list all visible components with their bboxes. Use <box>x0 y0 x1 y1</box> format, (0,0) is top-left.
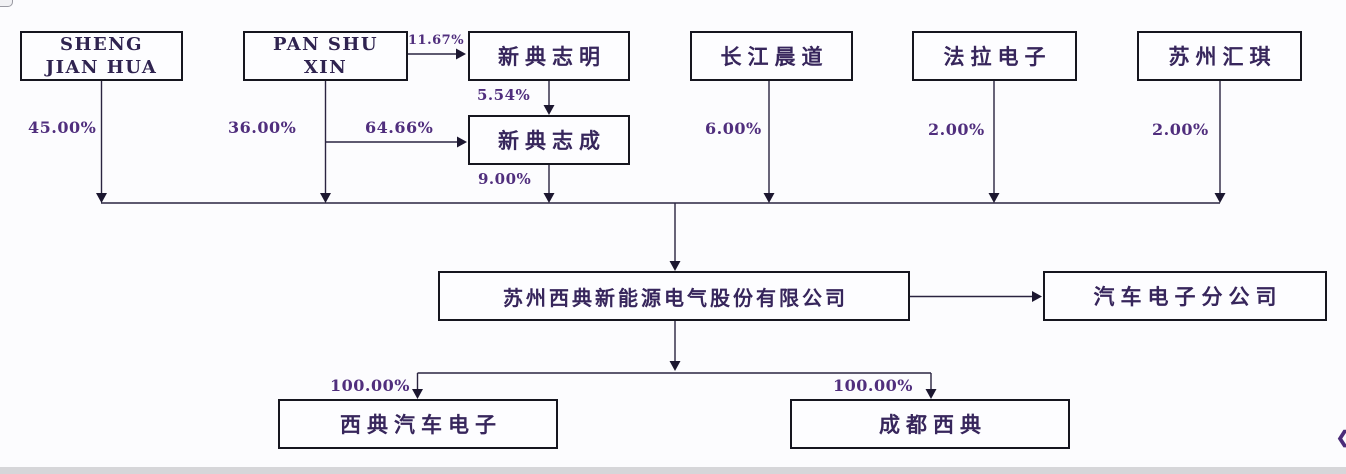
pct-label-sub-right: 100.00% <box>833 376 913 395</box>
node-label: 成都西典 <box>879 412 987 437</box>
node-label: 新典志成 <box>498 128 606 153</box>
node-xindian-zhicheng: 新典志成 <box>468 115 630 165</box>
node-label: 苏州汇琪 <box>1168 44 1277 69</box>
node-changjiang-chendao: 长江晨道 <box>690 31 853 81</box>
pct-label-sheng: 45.00% <box>28 118 97 137</box>
node-suzhou-huiqi: 苏州汇琪 <box>1137 31 1302 81</box>
pct-label-zhiming-zhicheng: 5.54% <box>477 86 531 104</box>
pct-label-sub-left: 100.00% <box>330 376 410 395</box>
node-main-company: 苏州西典新能源电气股份有限公司 <box>438 271 910 321</box>
page-corner-fragment <box>0 0 13 7</box>
node-label: 汽车电子分公司 <box>1093 284 1283 309</box>
pct-label-pan-zhicheng: 64.66% <box>365 118 434 137</box>
node-label: 法拉电子 <box>943 44 1052 69</box>
edge-artifact-glyph: ❮ <box>1336 428 1346 448</box>
pct-label-zhicheng: 9.00% <box>478 170 532 188</box>
node-sheng-jian-hua: SHENG JIAN HUA <box>20 31 183 81</box>
node-fala-dianzi: 法拉电子 <box>912 31 1077 81</box>
pct-label-pan-zhiming: 11.67% <box>408 33 465 48</box>
node-label: 西典汽车电子 <box>340 412 502 437</box>
page-bottom-strip <box>0 467 1346 474</box>
node-branch-company: 汽车电子分公司 <box>1043 271 1327 321</box>
node-sub-left: 西典汽车电子 <box>278 399 558 449</box>
node-sub-right: 成都西典 <box>790 399 1070 449</box>
pct-label-huiqi: 2.00% <box>1152 120 1209 139</box>
pct-label-changjiang: 6.00% <box>705 119 762 138</box>
node-label: 苏州西典新能源电气股份有限公司 <box>503 285 848 310</box>
node-label: SHENG JIAN HUA <box>45 34 158 78</box>
node-label: 新典志明 <box>498 44 606 69</box>
node-pan-shu-xin: PAN SHU XIN <box>243 31 408 81</box>
node-label: PAN SHU XIN <box>272 34 379 78</box>
node-label: 长江晨道 <box>720 44 829 69</box>
pct-label-pan: 36.00% <box>228 118 297 137</box>
pct-label-fala: 2.00% <box>928 120 985 139</box>
node-xindian-zhiming: 新典志明 <box>468 31 630 81</box>
